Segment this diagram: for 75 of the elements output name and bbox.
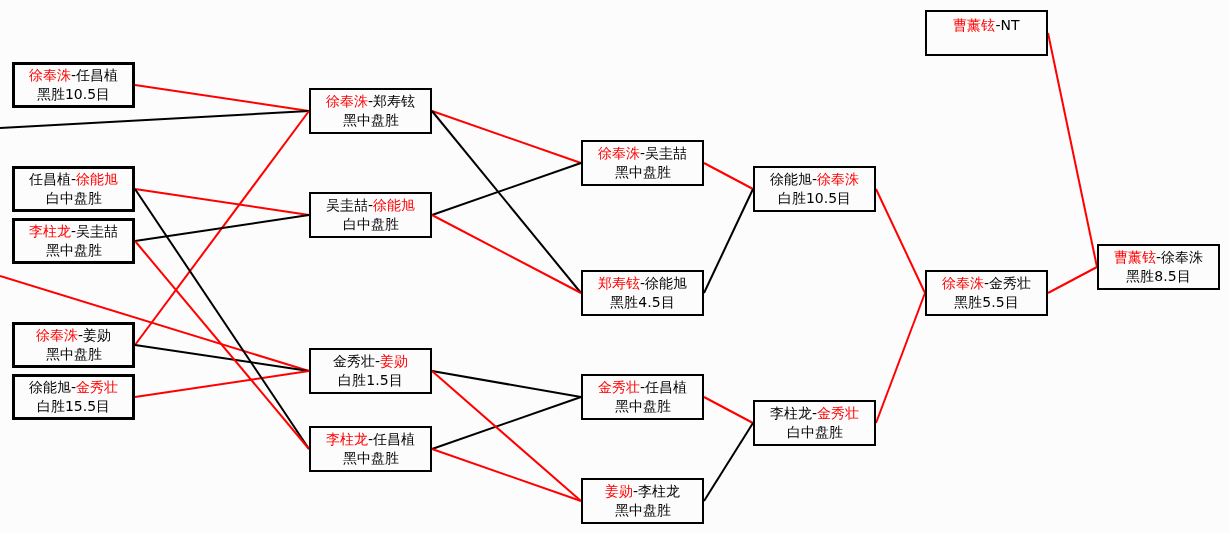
bracket-line xyxy=(134,188,310,450)
match-box xyxy=(581,478,704,524)
match-box xyxy=(309,192,432,238)
match-box xyxy=(581,270,704,316)
match-players: 李柱龙-金秀壮 xyxy=(769,404,860,423)
match-players: 徐奉洙-金秀壮 xyxy=(941,274,1032,293)
bracket-line xyxy=(703,422,754,502)
match-result: 白中盘胜 xyxy=(342,215,399,234)
match-players: 徐奉洙-任昌植 xyxy=(28,66,119,85)
bracket-line xyxy=(431,370,582,398)
match-players: 金秀壮-任昌植 xyxy=(597,378,688,397)
match-result: 黑胜5.5目 xyxy=(954,293,1019,312)
match-players: 曹薰铉-NT xyxy=(953,16,1020,35)
match-box xyxy=(581,140,704,186)
match-box xyxy=(753,166,876,212)
match-result: 黑中盘胜 xyxy=(342,449,399,468)
match-players: 李柱龙-吴圭喆 xyxy=(28,222,119,241)
match-result: 黑中盘胜 xyxy=(45,345,102,364)
match-box xyxy=(309,426,432,472)
match-result: 黑中盘胜 xyxy=(614,163,671,182)
match-players: 任昌植-徐能旭 xyxy=(28,170,119,189)
match-box xyxy=(925,10,1048,56)
match-box xyxy=(1097,244,1220,290)
match-box xyxy=(925,270,1048,316)
match-result: 白中盘胜 xyxy=(45,189,102,208)
bracket-line xyxy=(703,162,754,190)
bracket-line xyxy=(134,240,310,450)
bracket-line xyxy=(431,396,582,450)
match-result: 白胜10.5目 xyxy=(777,189,852,208)
match-result: 白中盘胜 xyxy=(786,423,843,442)
bracket-line xyxy=(0,275,310,372)
bracket-line xyxy=(703,188,754,294)
match-players: 徐奉洙-吴圭喆 xyxy=(597,144,688,163)
match-result: 黑胜10.5目 xyxy=(36,85,111,104)
bracket-line xyxy=(0,110,310,129)
match-box xyxy=(309,348,432,394)
match-box xyxy=(309,88,432,134)
bracket-line xyxy=(1047,266,1098,294)
bracket-line xyxy=(134,370,310,398)
bracket-line xyxy=(134,214,310,242)
match-box xyxy=(753,400,876,446)
bracket-line xyxy=(703,396,754,424)
match-result: 白胜15.5目 xyxy=(36,397,111,416)
bracket-line xyxy=(431,162,582,216)
match-result: 黑中盘胜 xyxy=(45,241,102,260)
match-players: 金秀壮-姜勋 xyxy=(332,352,409,371)
match-result: 黑中盘胜 xyxy=(614,501,671,520)
match-players: 徐能旭-金秀壮 xyxy=(28,378,119,397)
match-box xyxy=(12,374,135,420)
match-box xyxy=(12,62,135,108)
bracket-line xyxy=(431,110,582,294)
match-players: 曹薰铉-徐奉洙 xyxy=(1113,248,1204,267)
match-box xyxy=(12,166,135,212)
match-players: 郑寿铉-徐能旭 xyxy=(597,274,688,293)
match-result: 白胜1.5目 xyxy=(338,371,403,390)
bracket-line xyxy=(134,110,310,346)
match-players: 徐能旭-徐奉洙 xyxy=(769,170,860,189)
bracket-line xyxy=(431,110,582,164)
match-result: 黑胜4.5目 xyxy=(610,293,675,312)
match-players: 李柱龙-任昌植 xyxy=(325,430,416,449)
bracket-line xyxy=(431,370,582,502)
bracket-line xyxy=(875,188,926,294)
match-result: 黑中盘胜 xyxy=(342,111,399,130)
match-players: 徐奉洙-姜勋 xyxy=(35,326,112,345)
match-box xyxy=(12,218,135,264)
bracket-line xyxy=(431,448,582,502)
bracket-line xyxy=(431,214,582,294)
match-box xyxy=(12,322,135,368)
match-box xyxy=(581,374,704,420)
match-result: 黑中盘胜 xyxy=(614,397,671,416)
match-players: 姜勋-李柱龙 xyxy=(604,482,681,501)
match-result: 黑胜8.5目 xyxy=(1126,267,1191,286)
bracket-line xyxy=(875,292,926,424)
match-players: 徐奉洙-郑寿铉 xyxy=(325,92,416,111)
match-players: 吴圭喆-徐能旭 xyxy=(325,196,416,215)
